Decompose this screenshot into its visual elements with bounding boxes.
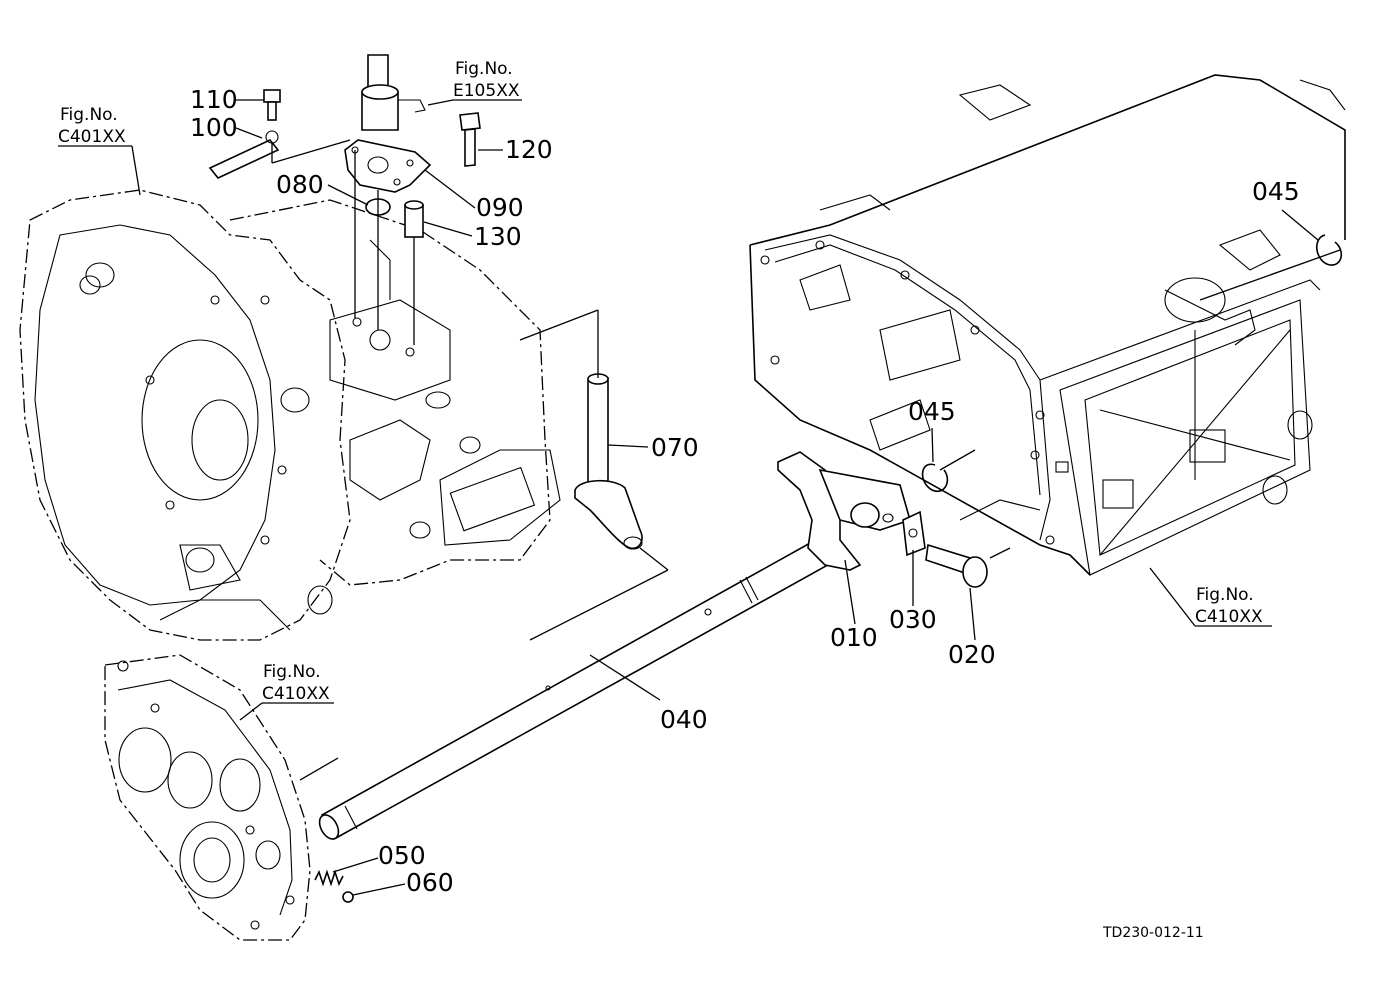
spring-050 (314, 869, 344, 887)
lock-plate-030 (902, 510, 926, 557)
lower-cover-drawing (104, 654, 311, 941)
circlip-045-right (1316, 234, 1343, 266)
part-label-010: 010 (830, 623, 878, 652)
fig-ref-code: E105XX (453, 81, 520, 101)
fig-ref-code: C410XX (1195, 607, 1263, 627)
callout-leaders (235, 99, 1319, 896)
fig-ref-heading: Fig.No. (263, 662, 321, 682)
fig-ref-c401: Fig.No. C401XX (58, 105, 126, 147)
shift-rod-040 (318, 540, 828, 840)
ball-060 (342, 891, 354, 903)
part-label-070: 070 (651, 433, 699, 462)
fig-ref-c410-left: Fig.No. C410XX (262, 662, 330, 704)
bolt-110 (263, 89, 281, 121)
fig-ref-heading: Fig.No. (60, 105, 118, 125)
part-label-045-right: 045 (1252, 177, 1300, 206)
upper-shaft (361, 54, 426, 131)
shift-arm-070 (574, 373, 643, 550)
part-label-100: 100 (190, 113, 238, 142)
left-housing-drawing (19, 189, 561, 641)
fig-ref-heading: Fig.No. (455, 59, 513, 79)
fig-ref-code: C401XX (58, 127, 126, 147)
part-label-090: 090 (476, 193, 524, 222)
part-label-050: 050 (378, 841, 426, 870)
bolt-120 (459, 112, 481, 167)
right-housing-drawing (749, 74, 1346, 576)
fig-ref-e105: Fig.No. E105XX (453, 59, 520, 101)
bolt-020 (925, 543, 988, 588)
figure-code: TD230-012-11 (1102, 925, 1204, 941)
part-label-130: 130 (474, 222, 522, 251)
part-label-060: 060 (406, 868, 454, 897)
assembly-lines (271, 139, 1341, 781)
fig-reference-leaders (58, 99, 1272, 721)
fig-ref-code: C410XX (262, 684, 330, 704)
part-label-040: 040 (660, 705, 708, 734)
fig-ref-heading: Fig.No. (1196, 585, 1254, 605)
part-label-045-middle: 045 (908, 397, 956, 426)
part-label-030: 030 (889, 605, 937, 634)
fig-ref-c410-right: Fig.No. C410XX (1195, 585, 1263, 627)
plate-090 (344, 139, 432, 193)
part-label-120: 120 (505, 135, 553, 164)
part-label-080: 080 (276, 170, 324, 199)
part-label-020: 020 (948, 640, 996, 669)
part-label-110: 110 (190, 85, 238, 114)
pin-130 (404, 200, 424, 238)
circlip-045-middle (921, 463, 949, 493)
shift-fork-010 (777, 451, 911, 571)
